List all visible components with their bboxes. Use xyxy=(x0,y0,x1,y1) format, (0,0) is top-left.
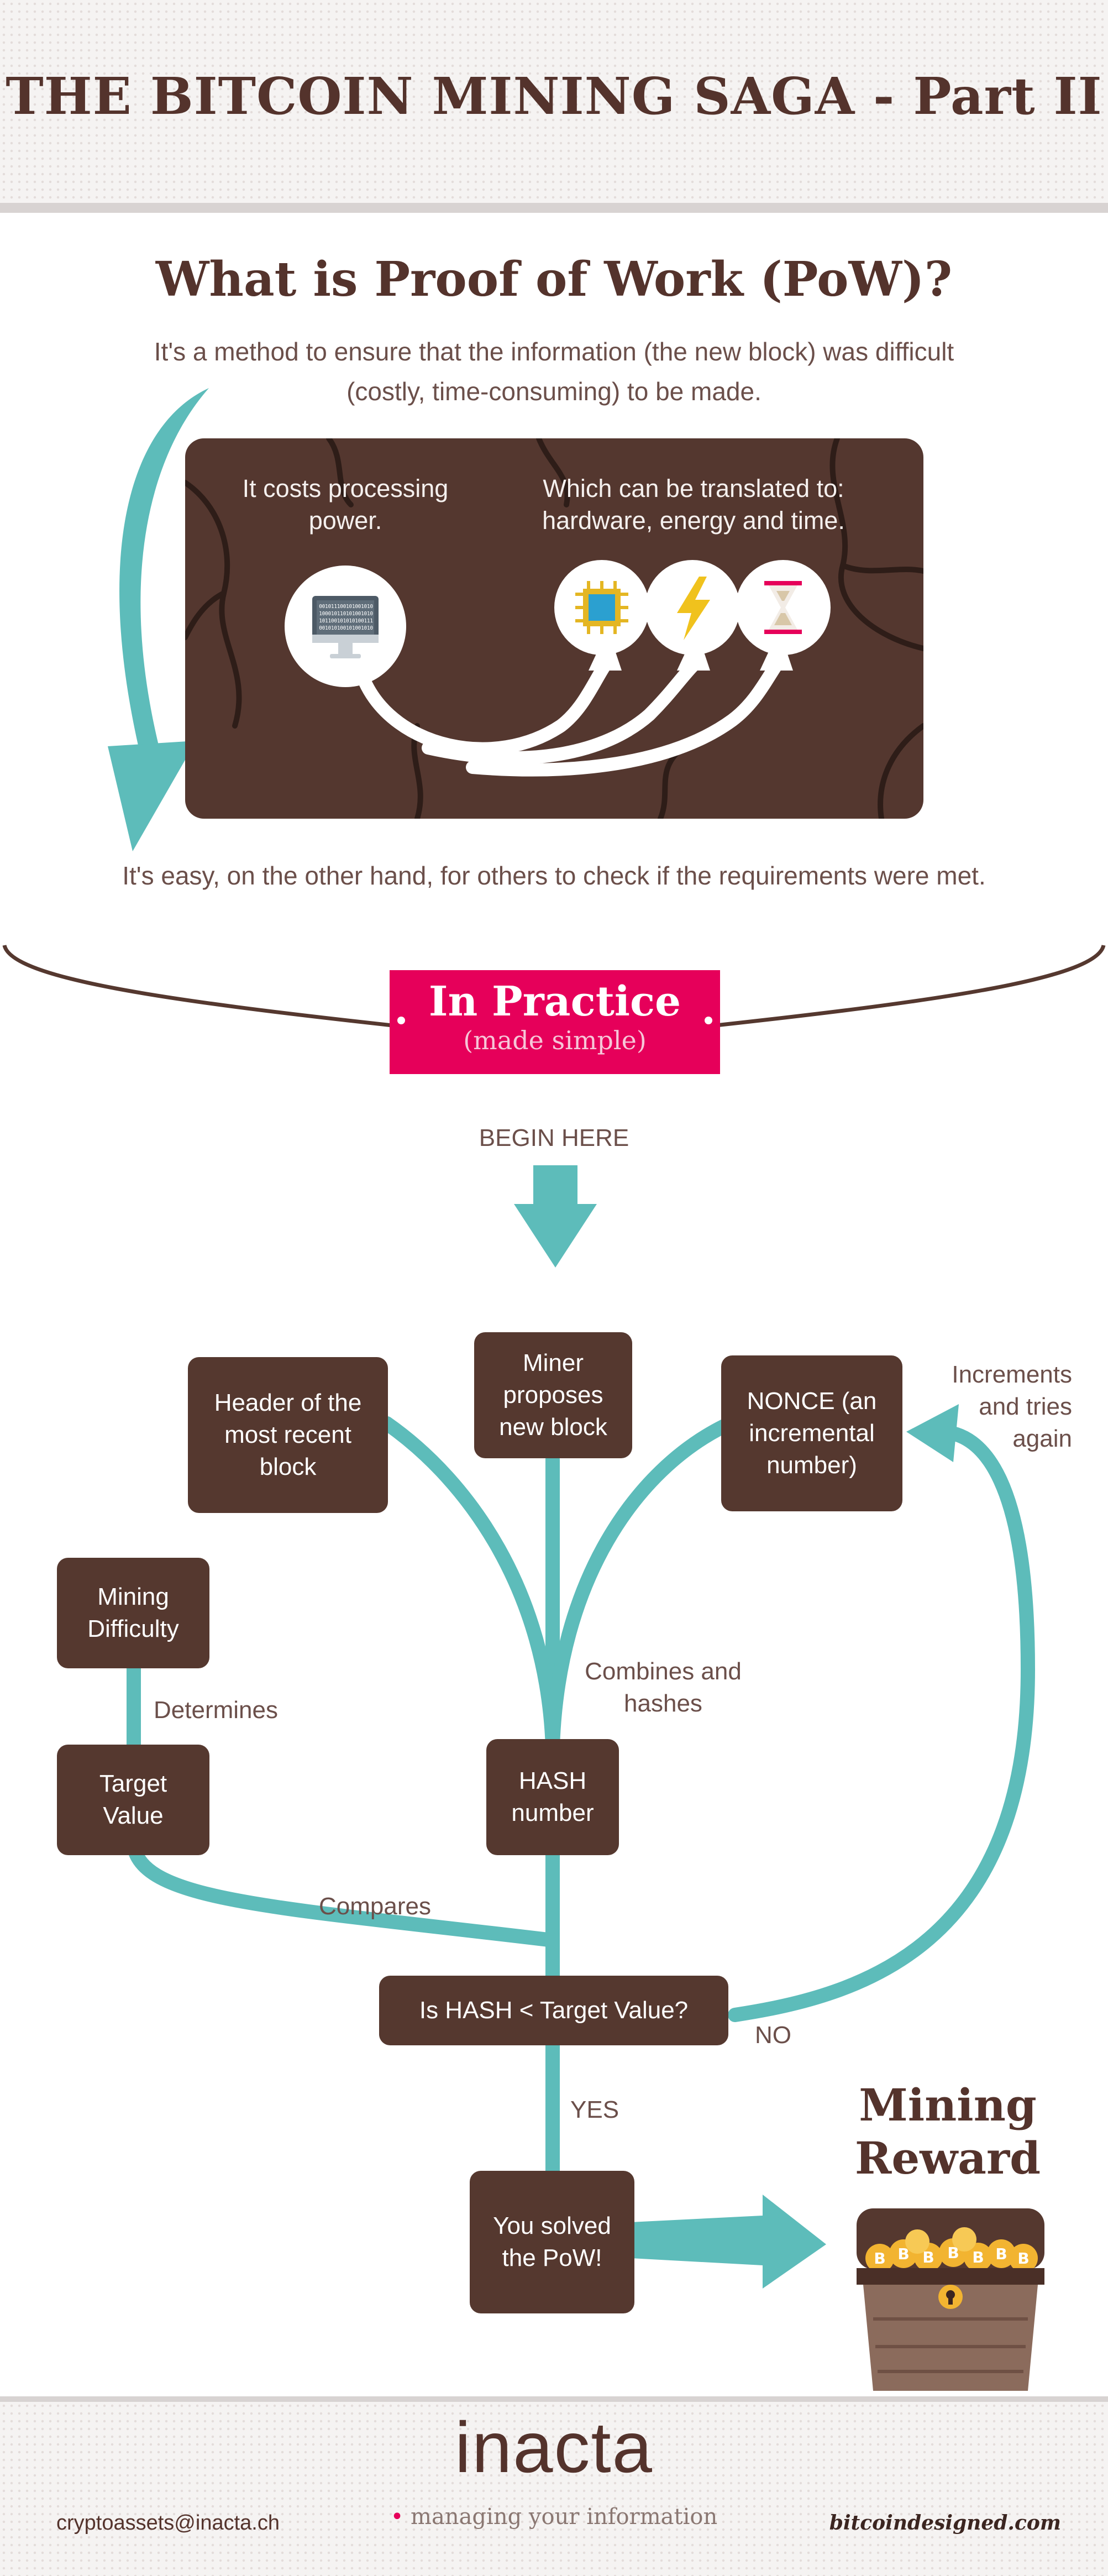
down-arrow-icon xyxy=(514,1165,597,1268)
crack-texture xyxy=(185,438,923,819)
svg-text:B: B xyxy=(922,2248,934,2266)
svg-text:B: B xyxy=(947,2244,959,2262)
binary-line: 001011100101001010 xyxy=(319,604,373,610)
footer-site[interactable]: bitcoindesigned.com xyxy=(829,2511,1061,2535)
svg-text:B: B xyxy=(995,2245,1007,2263)
panel-left-text: It costs processing power. xyxy=(235,473,456,537)
in-practice-banner: In Practice (made simple) xyxy=(390,970,720,1074)
compares-label: Compares xyxy=(319,1893,431,1920)
miner-box-label: Miner proposes new block xyxy=(499,1349,607,1441)
svg-text:B: B xyxy=(874,2249,885,2268)
hash-box: HASH number xyxy=(486,1739,619,1855)
processor-circle xyxy=(554,560,649,655)
target-box: Target Value xyxy=(57,1745,209,1855)
panel-left-line2: power. xyxy=(308,506,382,535)
nonce-box-label: NONCE (an incremental number) xyxy=(747,1388,877,1479)
pow-definition-line1: It's a method to ensure that the informa… xyxy=(154,337,954,366)
pow-definition-line2: (costly, time-consuming) to be made. xyxy=(346,377,762,406)
footer-email[interactable]: cryptoassets@inacta.ch xyxy=(56,2511,280,2535)
target-box-label: Target Value xyxy=(99,1770,167,1829)
monitor-circle: 001011100101001010 100010110101001010 10… xyxy=(285,566,406,687)
processor-icon xyxy=(575,581,628,634)
pin-dot xyxy=(397,1017,405,1024)
nonce-box: NONCE (an incremental number) xyxy=(721,1355,902,1511)
panel-left-line1: It costs processing xyxy=(242,474,449,502)
panel-right-line2: hardware, energy and time. xyxy=(542,506,845,535)
miner-box: Miner proposes new block xyxy=(474,1332,632,1458)
combines-label: Combines and hashes xyxy=(585,1658,742,1717)
no-label: NO xyxy=(755,2022,791,2049)
svg-text:B: B xyxy=(972,2248,984,2266)
pow-panel: It costs processing power. Which can be … xyxy=(185,438,923,819)
binary-text: 001011100101001010 100010110101001010 10… xyxy=(319,603,373,632)
header-box: Header of the most recent block xyxy=(188,1357,388,1513)
footer-tagline-text: managing your information xyxy=(411,2504,718,2530)
binary-line: 001010100101001010 xyxy=(319,625,373,631)
svg-text:B: B xyxy=(1017,2249,1029,2268)
page-title: THE BITCOIN MINING SAGA - Part II xyxy=(6,66,1102,126)
svg-text:B: B xyxy=(897,2245,909,2263)
panel-right-text: Which can be translated to: hardware, en… xyxy=(511,473,876,537)
curved-arrow-icon xyxy=(108,388,209,851)
determines-label: Determines xyxy=(154,1697,278,1724)
yes-label: YES xyxy=(570,2096,619,2123)
header-band xyxy=(0,0,1108,207)
in-practice-subtitle: (made simple) xyxy=(463,1025,647,1055)
decision-box: Is HASH < Target Value? xyxy=(379,1976,728,2045)
pow-heading: What is Proof of Work (PoW)? xyxy=(155,252,953,307)
tagline-dot: • xyxy=(390,2504,404,2530)
difficulty-box: Mining Difficulty xyxy=(57,1558,209,1668)
increments-label: Increments and tries again xyxy=(952,1361,1072,1452)
footer-band xyxy=(0,2402,1108,2576)
footer-tagline: • managing your information xyxy=(0,2504,1108,2530)
hash-box-label: HASH number xyxy=(511,1767,594,1826)
solved-box-label: You solved the PoW! xyxy=(493,2212,611,2271)
binary-line: 100010110101001010 xyxy=(319,611,373,617)
in-practice-title: In Practice xyxy=(428,978,681,1025)
mining-reward-title: Mining Reward xyxy=(854,2079,1041,2184)
lightning-icon xyxy=(677,577,710,640)
begin-here-label: BEGIN HERE xyxy=(479,1124,629,1151)
pow-definition: It's a method to ensure that the informa… xyxy=(0,332,1108,411)
footer-brand: inacta xyxy=(455,2407,653,2488)
divider xyxy=(0,203,1108,213)
header-box-label: Header of the most recent block xyxy=(214,1389,362,1480)
lightning-circle xyxy=(645,560,740,655)
difficulty-box-label: Mining Difficulty xyxy=(87,1583,179,1642)
solved-box: You solved the PoW! xyxy=(470,2171,634,2313)
pin-dot xyxy=(705,1017,712,1024)
decision-box-label: Is HASH < Target Value? xyxy=(419,1997,689,2024)
panel-right-line1: Which can be translated to: xyxy=(543,474,844,502)
pow-check-text: It's easy, on the other hand, for others… xyxy=(122,861,986,890)
practice-arc xyxy=(2,944,1106,1028)
hourglass-icon xyxy=(764,581,802,634)
binary-line: 101100101010100111 xyxy=(319,618,373,624)
monitor-icon xyxy=(312,596,379,658)
flowchart-connectors xyxy=(127,1404,1036,2289)
hourglass-circle xyxy=(736,560,831,655)
